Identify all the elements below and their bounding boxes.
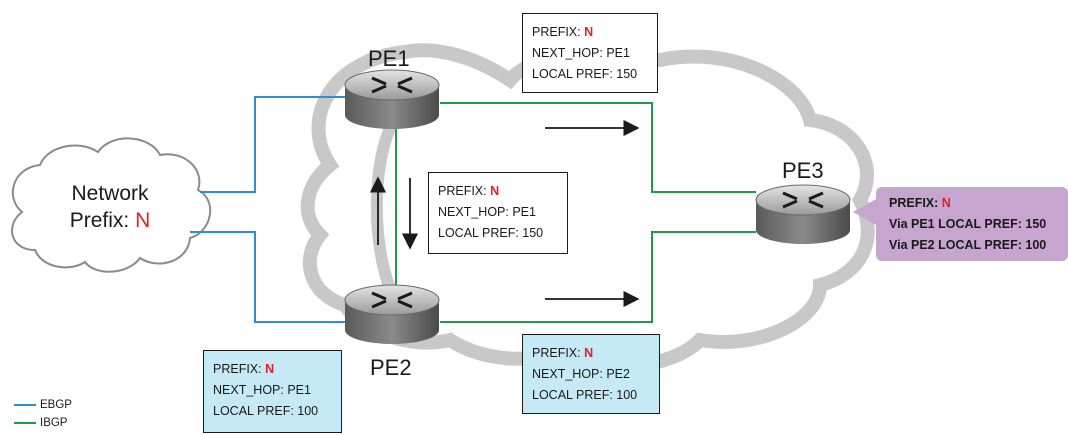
next-hop: NEXT_HOP: PE1 xyxy=(213,383,311,397)
via-pe1-pref: Via PE1 LOCAL PREF: 150 xyxy=(889,217,1047,231)
ebgp-link-pe2 xyxy=(190,231,345,323)
router-pe2-icon xyxy=(344,284,440,344)
prefix-label: Prefix: xyxy=(69,209,130,232)
legend-ebgp: EBGP xyxy=(14,399,72,411)
legend-ibgp-label: IBGP xyxy=(40,417,68,429)
prefix-label: PREFIX: xyxy=(213,362,262,376)
local-pref: LOCAL PREF: 150 xyxy=(438,226,544,240)
router-pe1-label: PE1 xyxy=(368,46,410,71)
route-box-middle: PREFIX: N NEXT_HOP: PE1 LOCAL PREF: 150 xyxy=(428,172,568,254)
router-pe3-label: PE3 xyxy=(782,158,824,183)
network-prefix-label: Network Prefix: N xyxy=(35,180,185,234)
prefix-label: PREFIX: xyxy=(532,25,581,39)
ebgp-link-pe1 xyxy=(200,96,345,193)
next-hop: NEXT_HOP: PE2 xyxy=(532,367,630,381)
next-hop: NEXT_HOP: PE1 xyxy=(438,205,536,219)
via-pe2-pref: Via PE2 LOCAL PREF: 100 xyxy=(889,238,1047,252)
prefix-value: N xyxy=(490,184,500,198)
ibgp-link-pe2-pe3 xyxy=(440,231,756,323)
route-box-bottom-left: PREFIX: N NEXT_HOP: PE1 LOCAL PREF: 100 xyxy=(203,350,342,433)
pe3-route-table-callout: PREFIX: N Via PE1 LOCAL PREF: 150 Via PE… xyxy=(876,187,1068,261)
network-cloud xyxy=(11,137,212,273)
router-pe1-icon xyxy=(344,69,440,129)
ibgp-swatch xyxy=(14,422,36,424)
next-hop: NEXT_HOP: PE1 xyxy=(532,46,630,60)
local-pref: LOCAL PREF: 100 xyxy=(213,404,319,418)
route-box-bottom-mid: PREFIX: N NEXT_HOP: PE2 LOCAL PREF: 100 xyxy=(522,334,660,414)
local-pref: LOCAL PREF: 150 xyxy=(532,67,638,81)
prefix-value: N xyxy=(135,209,151,232)
callout-pointer xyxy=(853,198,878,226)
router-pe2-label: PE2 xyxy=(370,355,412,380)
prefix-value: N xyxy=(584,25,594,39)
local-pref: LOCAL PREF: 100 xyxy=(532,388,638,402)
legend-ebgp-label: EBGP xyxy=(40,399,72,411)
route-box-top: PREFIX: N NEXT_HOP: PE1 LOCAL PREF: 150 xyxy=(522,13,658,93)
prefix-value: N xyxy=(941,196,951,210)
ibgp-link-pe1-pe3 xyxy=(440,102,756,193)
prefix-label: PREFIX: xyxy=(889,196,939,210)
prefix-value: N xyxy=(584,346,594,360)
prefix-label: PREFIX: xyxy=(532,346,581,360)
network-label: Network xyxy=(71,182,149,205)
ebgp-swatch xyxy=(14,404,36,406)
legend-ibgp: IBGP xyxy=(14,417,67,429)
prefix-value: N xyxy=(265,362,275,376)
prefix-label: PREFIX: xyxy=(438,184,487,198)
router-pe3-icon xyxy=(755,184,851,244)
